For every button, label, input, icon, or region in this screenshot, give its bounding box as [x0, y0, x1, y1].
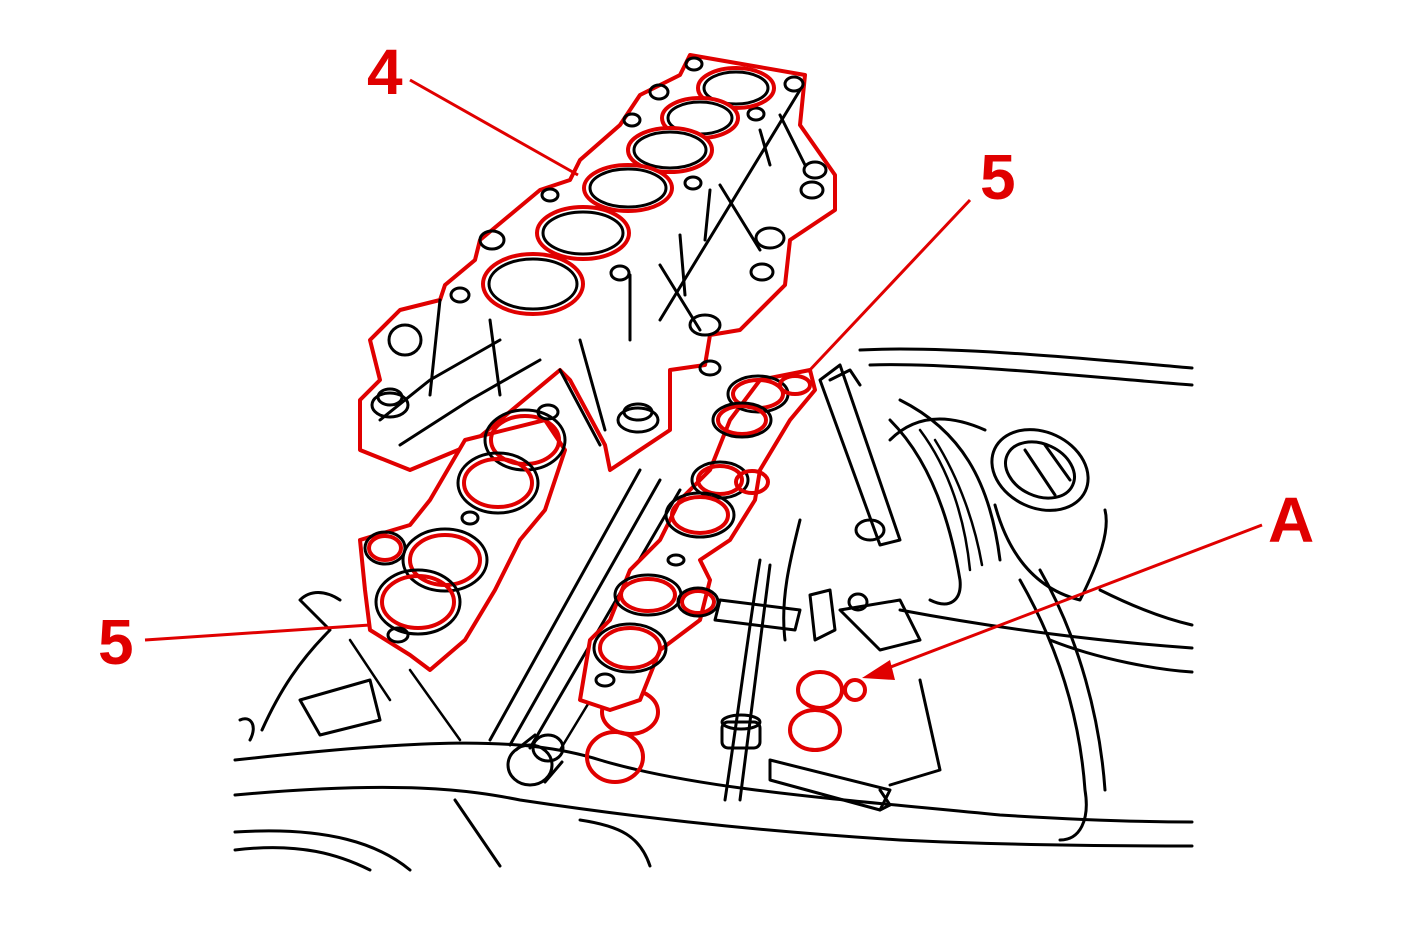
leader-4: [409, 78, 579, 177]
leader-a: [874, 523, 1263, 675]
callout-label-5-right: 5: [980, 141, 1016, 213]
callout-label-a: A: [1268, 484, 1315, 556]
leader-5-left: [144, 623, 371, 642]
arrowhead-a: [862, 660, 895, 680]
engine-block-linework: [233, 347, 1194, 872]
callout-label-4: 4: [367, 36, 403, 108]
callout-leaders: [144, 78, 1263, 680]
leader-5-right: [806, 198, 972, 374]
callout-label-5-left: 5: [98, 606, 134, 678]
right-gasket: [578, 368, 817, 712]
upper-intake-manifold: [358, 53, 837, 472]
left-gasket: [358, 403, 567, 672]
